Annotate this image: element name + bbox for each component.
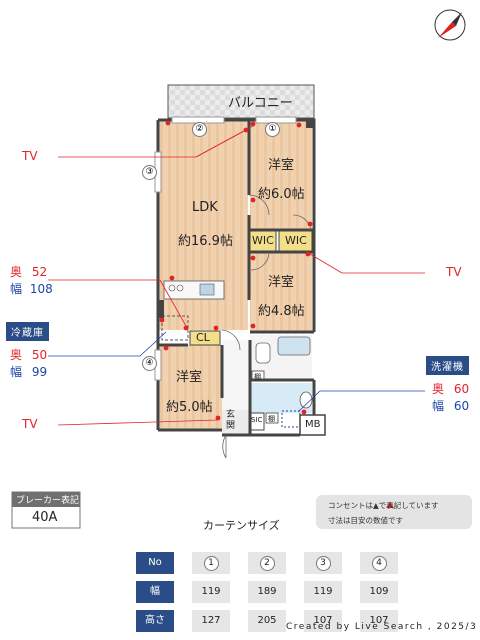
kitchen-counter bbox=[163, 280, 225, 300]
bedroom3-floor bbox=[158, 345, 222, 430]
header-height: 高さ bbox=[136, 610, 174, 632]
curtain-table: No 1 2 3 4 幅 119 189 119 109 高さ 127 205 … bbox=[118, 545, 416, 639]
ldk-name: LDK bbox=[192, 200, 218, 215]
wic1-label: WIC bbox=[252, 234, 274, 247]
fridge-width: 幅 99 bbox=[10, 365, 48, 379]
table-cell: 3 bbox=[304, 552, 342, 574]
doors bbox=[221, 194, 312, 459]
window-number-4: ④ bbox=[142, 356, 157, 371]
balcony bbox=[167, 84, 315, 119]
leader-lines bbox=[48, 125, 425, 426]
washer-tag: 洗濯機 bbox=[426, 356, 469, 375]
window-number-2: ② bbox=[192, 122, 207, 137]
compass-icon bbox=[434, 9, 466, 41]
cl-box bbox=[189, 330, 221, 346]
storage1-label: 棚 bbox=[254, 373, 261, 381]
table-cell: 4 bbox=[360, 552, 398, 574]
ldk-size: 約16.9帖 bbox=[178, 234, 233, 249]
table-row: 幅 119 189 119 109 bbox=[136, 581, 398, 603]
table-cell: 205 bbox=[248, 610, 286, 632]
washer-width: 幅 60 bbox=[432, 399, 470, 413]
table-cell: 119 bbox=[304, 581, 342, 603]
ldk-niche-width: 幅 108 bbox=[10, 282, 53, 296]
ldk-niche-depth: 奥 52 bbox=[10, 265, 48, 279]
bathtub bbox=[277, 336, 311, 356]
storage2-box bbox=[265, 412, 279, 424]
washer-space bbox=[281, 410, 301, 428]
bedroom1-size: 約6.0帖 bbox=[258, 187, 305, 202]
table-cell: 1 bbox=[192, 552, 230, 574]
note-line1: コンセントは▲で表記しています bbox=[328, 501, 439, 510]
table-cell: 107 bbox=[360, 610, 398, 632]
tv-label-west: TV bbox=[22, 417, 38, 431]
toilet bbox=[255, 342, 271, 364]
entrance-label: 玄関 bbox=[226, 410, 236, 431]
bedroom3-name: 洋室 bbox=[176, 370, 203, 385]
mb-label: MB bbox=[305, 419, 321, 430]
breaker-title: ブレーカー表記 bbox=[16, 496, 80, 506]
tv-label-ldk: TV bbox=[22, 149, 38, 163]
fridge-tag: 冷蔵庫 bbox=[6, 322, 49, 341]
bedroom2-name: 洋室 bbox=[268, 275, 295, 290]
table-cell: 2 bbox=[248, 552, 286, 574]
table-cell: 189 bbox=[248, 581, 286, 603]
sink bbox=[299, 391, 313, 409]
balcony-label: バルコニー bbox=[228, 96, 293, 111]
table-cell: 109 bbox=[360, 581, 398, 603]
bedroom1-floor bbox=[250, 120, 312, 230]
table-cell: 127 bbox=[192, 610, 230, 632]
note-box bbox=[316, 495, 472, 529]
sic-label: SIC bbox=[251, 416, 263, 424]
bedroom3-size: 約5.0帖 bbox=[166, 400, 213, 415]
cl-label: CL bbox=[196, 331, 210, 344]
kitchen-sink bbox=[199, 283, 215, 296]
tv-label-bedroom: TV bbox=[446, 265, 462, 279]
window-number-1: ① bbox=[265, 122, 280, 137]
entrance-floor bbox=[222, 410, 250, 435]
note-line2: 寸法は目安の数値です bbox=[328, 516, 403, 525]
header-width: 幅 bbox=[136, 581, 174, 603]
bedroom2-floor bbox=[250, 252, 312, 332]
storage2-label: 棚 bbox=[268, 415, 275, 423]
bedroom1-name: 洋室 bbox=[268, 158, 295, 173]
breaker-value: 40A bbox=[32, 510, 58, 525]
table-row: 高さ 127 205 107 107 bbox=[136, 610, 398, 632]
fridge-depth: 奥 50 bbox=[10, 348, 48, 362]
table-row: No 1 2 3 4 bbox=[136, 552, 398, 574]
bedroom2-size: 約4.8帖 bbox=[258, 304, 305, 319]
credit-text: Created by Live Search , 2025/3 bbox=[286, 622, 478, 632]
wic2-label: WIC bbox=[285, 234, 307, 247]
washer-depth: 奥 60 bbox=[432, 382, 470, 396]
outlet-markers bbox=[159, 120, 313, 421]
table-cell: 107 bbox=[304, 610, 342, 632]
curtain-title: カーテンサイズ bbox=[203, 519, 280, 532]
window-number-3: ③ bbox=[142, 165, 157, 180]
table-cell: 119 bbox=[192, 581, 230, 603]
header-no: No bbox=[136, 552, 174, 574]
